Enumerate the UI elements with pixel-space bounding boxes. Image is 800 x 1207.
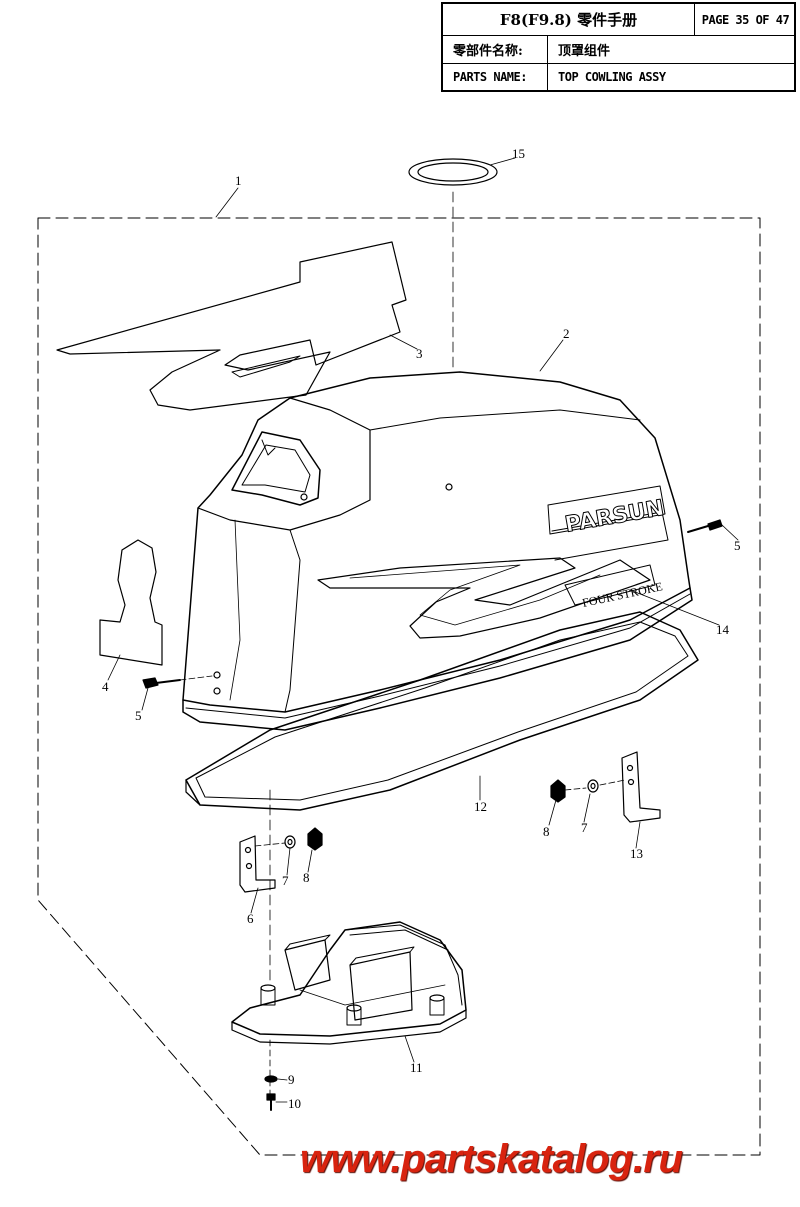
four-stroke-decal-text: FOUR STROKE [581, 579, 664, 610]
part-4-label [99, 539, 163, 666]
part-5-screw-left [142, 675, 213, 689]
callout-2: 2 [563, 326, 570, 341]
part-8-nut-left [307, 827, 323, 851]
callout-5-left: 5 [135, 708, 142, 723]
part-15-seal-ring [408, 158, 498, 186]
callout-10: 10 [288, 1096, 301, 1111]
manual-title: F8(F9.8) 零件手册 [499, 11, 638, 29]
part-11-base-cowling [231, 921, 467, 1045]
title-row: F8(F9.8) 零件手册 PAGE 35 OF 47 [443, 4, 794, 36]
leader-lines [107, 157, 739, 1103]
callout-13: 13 [630, 846, 643, 861]
page-number: PAGE 35 OF 47 [694, 4, 796, 35]
callout-6: 6 [247, 911, 254, 926]
parts-name-label-cn: 零部件名称: [453, 44, 523, 59]
part-3-decal [56, 241, 407, 411]
parts-name-cn-row: 零部件名称: 顶罩组件 [443, 36, 794, 64]
parts-name-value-cn: 顶罩组件 [547, 36, 796, 63]
callout-15: 15 [512, 146, 525, 161]
part-12-cowling-seal [185, 611, 699, 811]
title-block: F8(F9.8) 零件手册 PAGE 35 OF 47 零部件名称: 顶罩组件 … [441, 2, 796, 92]
part-9-washer [264, 1075, 278, 1083]
callout-9: 9 [288, 1072, 295, 1087]
assembly-boundary-dashed [37, 217, 761, 1156]
callout-4: 4 [102, 679, 109, 694]
callout-8-right: 8 [543, 824, 550, 839]
callout-3: 3 [416, 346, 423, 361]
callout-7-right: 7 [581, 820, 588, 835]
callout-14: 14 [716, 622, 730, 637]
callout-12: 12 [474, 799, 487, 814]
callout-7-left: 7 [282, 873, 289, 888]
part-8-nut-right [550, 779, 587, 803]
brand-decal-text: PARSUN [563, 496, 666, 538]
callout-11: 11 [410, 1060, 423, 1075]
parts-name-value-en: TOP COWLING ASSY [547, 64, 796, 90]
parts-name-label-en: PARTS NAME: [453, 70, 527, 84]
callout-5-right: 5 [734, 538, 741, 553]
callout-1: 1 [235, 173, 242, 188]
part-7-washer-right [587, 779, 599, 793]
watermark-url: www.partskatalog.ru [300, 1137, 683, 1181]
part-6-bracket [239, 835, 286, 893]
part-2-top-cowling [182, 371, 693, 731]
callout-8-left: 8 [303, 870, 310, 885]
part-13-bracket [599, 751, 661, 823]
parts-name-en-row: PARTS NAME: TOP COWLING ASSY [443, 64, 794, 90]
part-5-screw-right [687, 519, 723, 533]
part-10-screw [266, 1093, 276, 1111]
part-7-washer-left [284, 835, 296, 849]
